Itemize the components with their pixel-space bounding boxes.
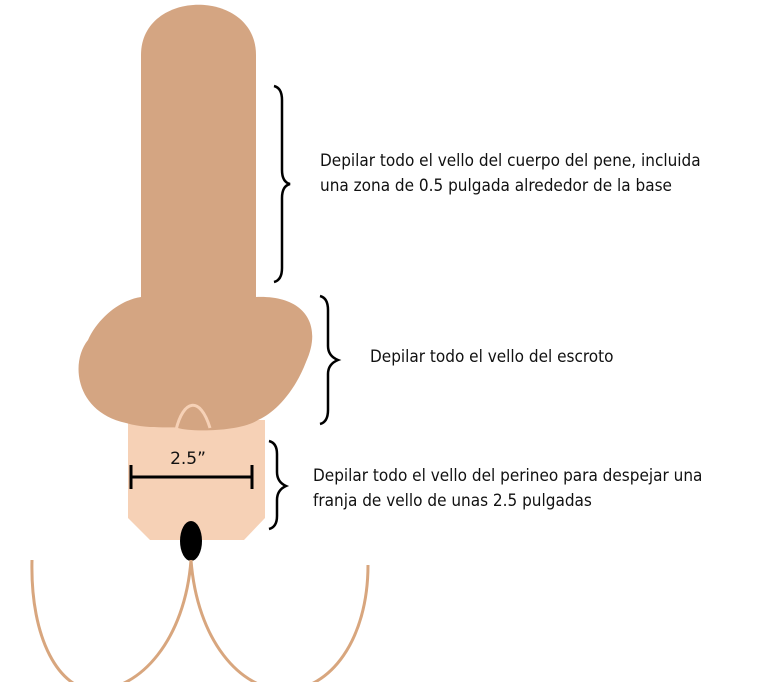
- annotation-shaft: Depilar todo el vello del cuerpo del pen…: [320, 149, 701, 199]
- brace-scrotum: [319, 294, 342, 426]
- annotation-shaft-line-2: una zona de 0.5 pulgada alrededor de la …: [320, 176, 672, 196]
- anus-marker: [180, 521, 202, 561]
- annotation-scrotum: Depilar todo el vello del escroto: [370, 345, 614, 370]
- buttock-left-outline: [30, 559, 193, 682]
- brace-shaft: [273, 84, 291, 284]
- brace-perineum: [268, 439, 290, 531]
- measurement-label: 2.5”: [170, 449, 206, 469]
- perineum-region: [128, 420, 265, 540]
- buttock-right-outline: [189, 559, 370, 682]
- annotation-perineum-line-2: franja de vello de unas 2.5 pulgadas: [313, 491, 592, 511]
- annotation-shaft-line-1: Depilar todo el vello del cuerpo del pen…: [320, 151, 701, 171]
- annotation-scrotum-line-1: Depilar todo el vello del escroto: [370, 347, 614, 367]
- annotation-perineum: Depilar todo el vello del perineo para d…: [313, 464, 702, 514]
- scrotum-notch: [174, 403, 212, 431]
- shaft-shape: [141, 4, 256, 300]
- annotation-perineum-line-1: Depilar todo el vello del perineo para d…: [313, 466, 703, 486]
- scrotum-shape: [78, 296, 313, 431]
